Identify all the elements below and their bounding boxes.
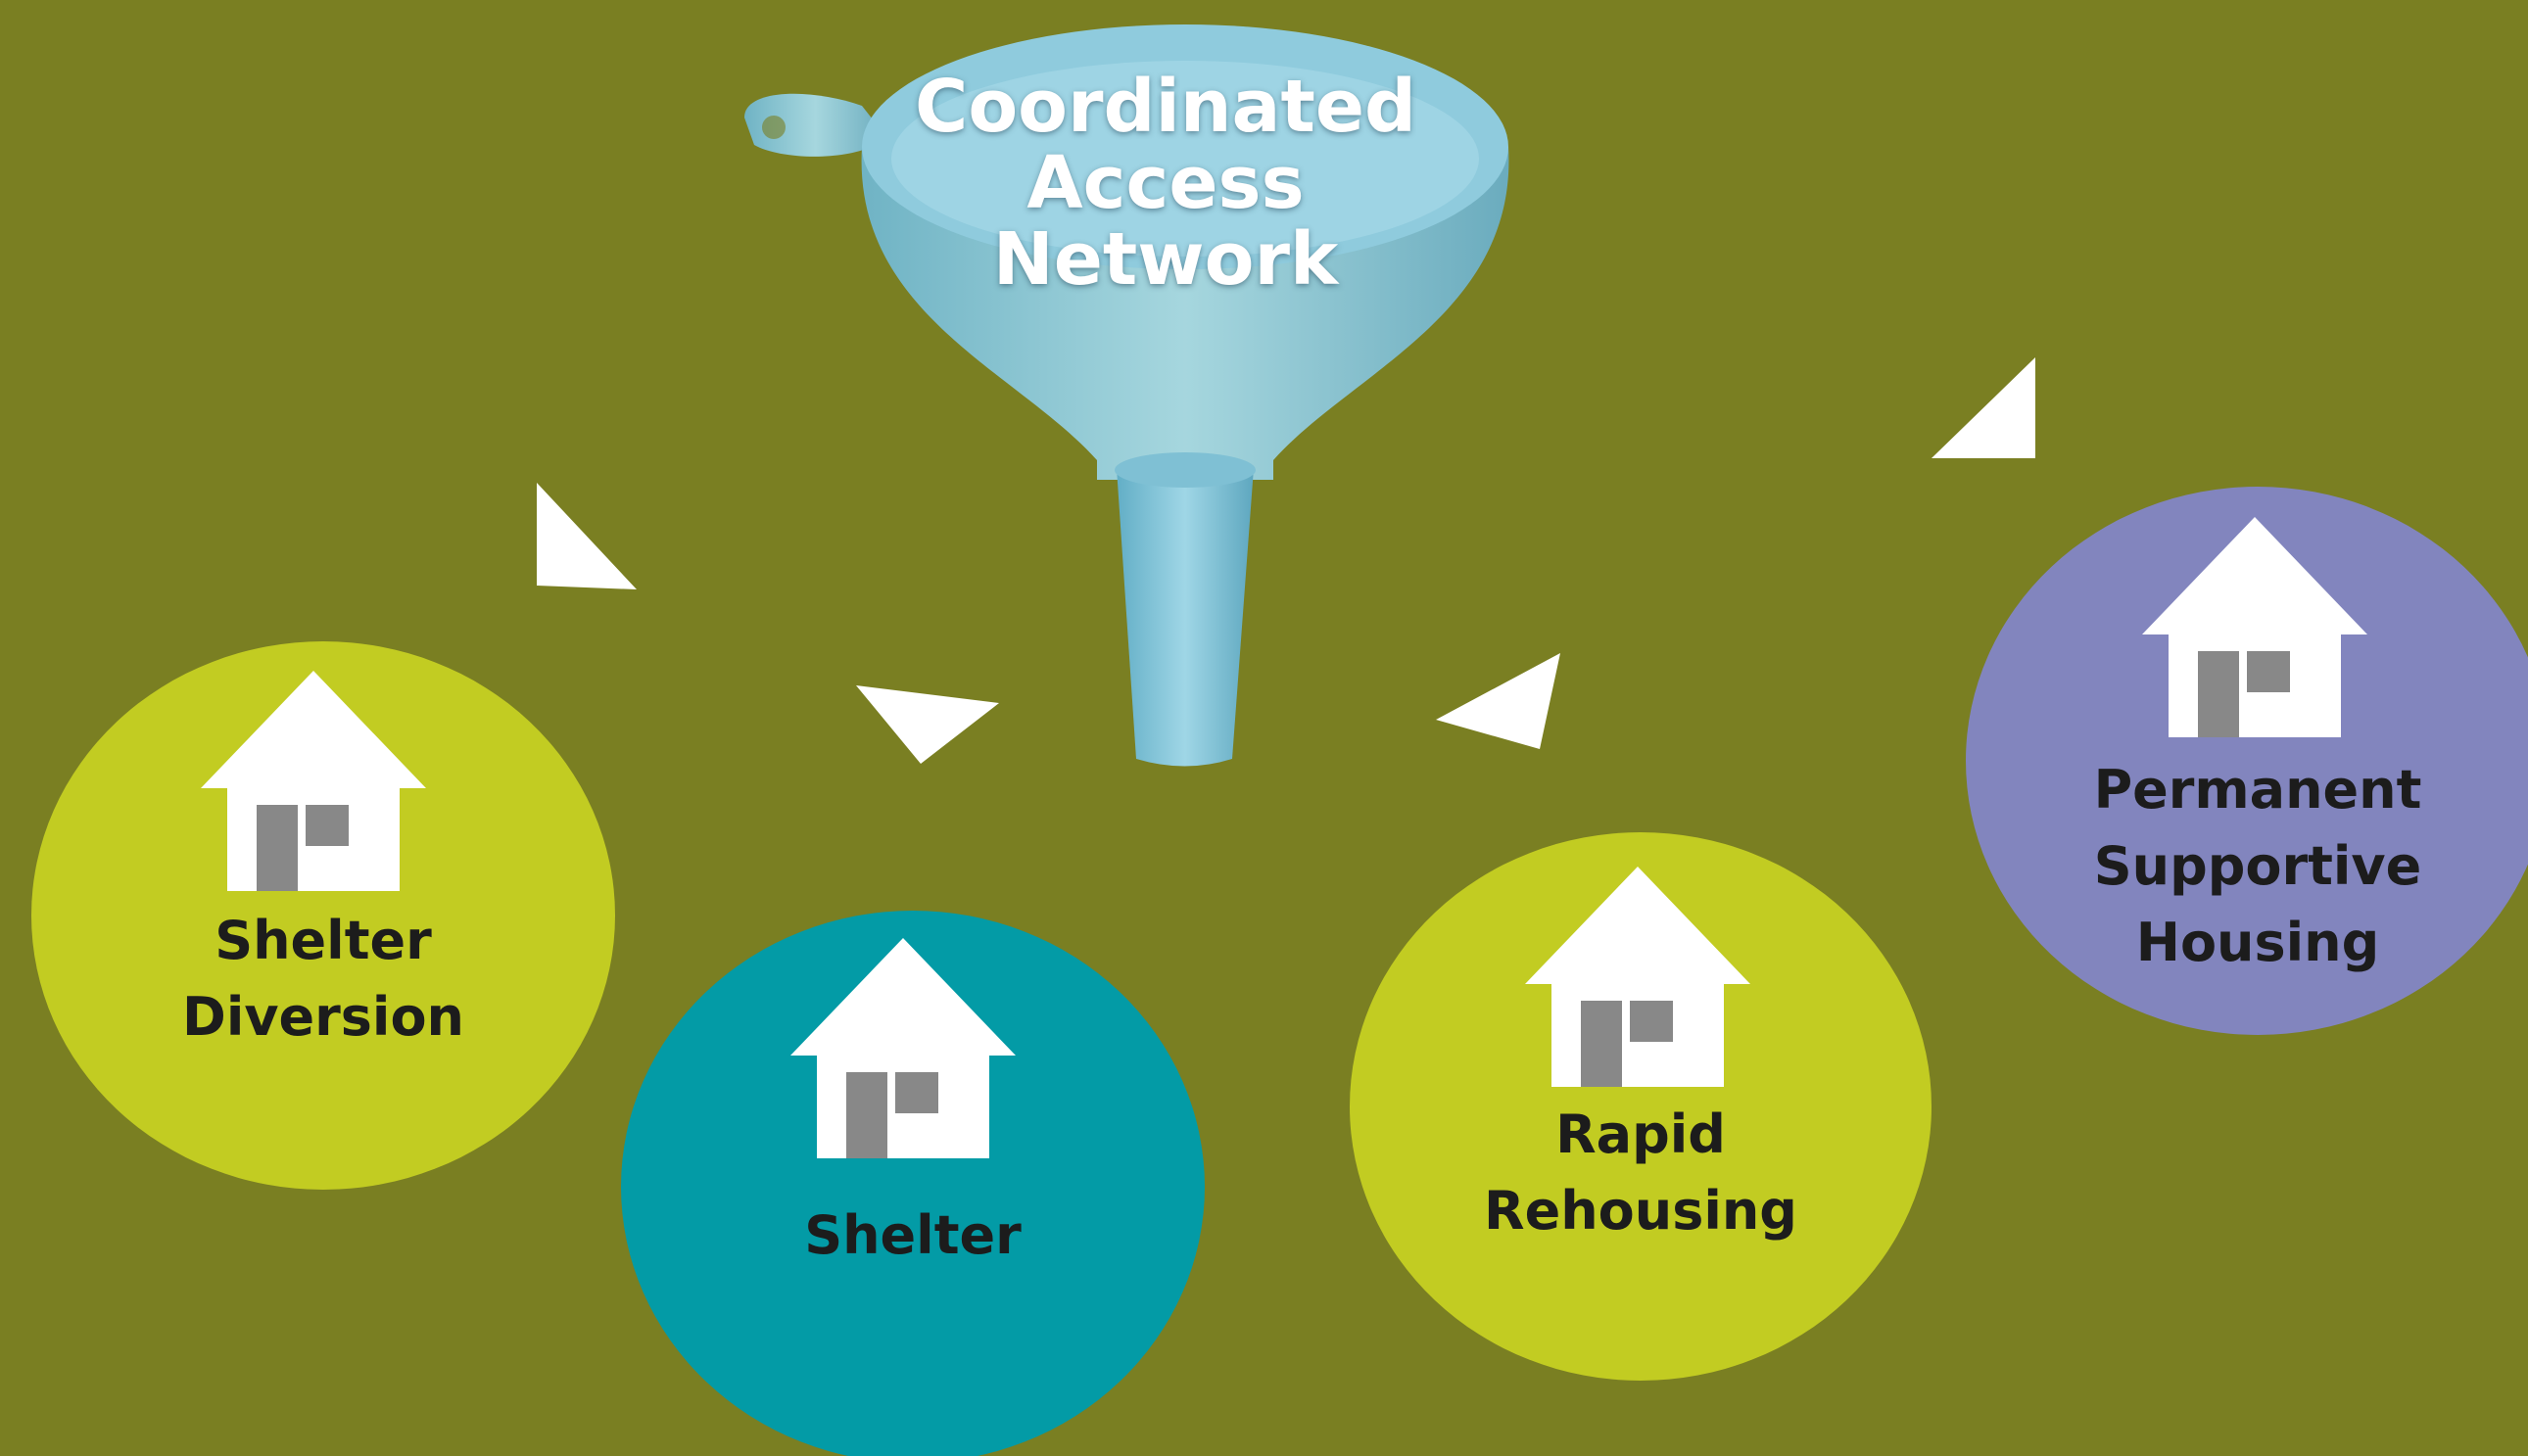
arrow-group	[537, 357, 2035, 764]
label-shelter-diversion: Shelter Diversion	[127, 903, 519, 1056]
label-line: Housing	[2135, 912, 2380, 973]
label-line: Supportive	[2093, 835, 2422, 897]
arrow-shelter-diversion	[537, 483, 637, 589]
funnel-title-line: Coordinated	[915, 65, 1416, 149]
circle-shelter-diversion	[31, 641, 615, 1190]
funnel-icon	[744, 24, 1509, 767]
label-line: Rapid	[1555, 1104, 1726, 1165]
label-line: Shelter	[215, 910, 432, 971]
circle-shelter	[621, 911, 1205, 1456]
label-line: Diversion	[182, 986, 464, 1048]
arrow-permanent-supportive-housing	[1932, 357, 2035, 458]
label-line: Rehousing	[1484, 1180, 1797, 1242]
funnel-title: Coordinated Access Network	[872, 69, 1459, 298]
label-line: Shelter	[804, 1204, 1022, 1266]
funnel-handle-hole	[762, 116, 786, 139]
funnel-opening	[891, 61, 1479, 257]
arrow-rapid-rehousing	[1436, 653, 1560, 749]
circle-rapid-rehousing	[1350, 832, 1932, 1381]
funnel-handle	[744, 93, 886, 157]
label-line: Permanent	[2093, 759, 2422, 821]
circle-permanent-supportive-housing	[1966, 487, 2528, 1035]
label-rapid-rehousing: Rapid Rehousing	[1445, 1097, 1836, 1249]
funnel-spout-top	[1115, 452, 1256, 488]
label-permanent-supportive-housing: Permanent Supportive Housing	[2037, 752, 2478, 981]
arrow-shelter	[856, 685, 999, 764]
funnel-spout	[1117, 468, 1254, 767]
funnel-title-line: Access	[1026, 141, 1305, 225]
funnel-title-line: Network	[992, 217, 1339, 302]
label-shelter: Shelter	[717, 1198, 1109, 1274]
